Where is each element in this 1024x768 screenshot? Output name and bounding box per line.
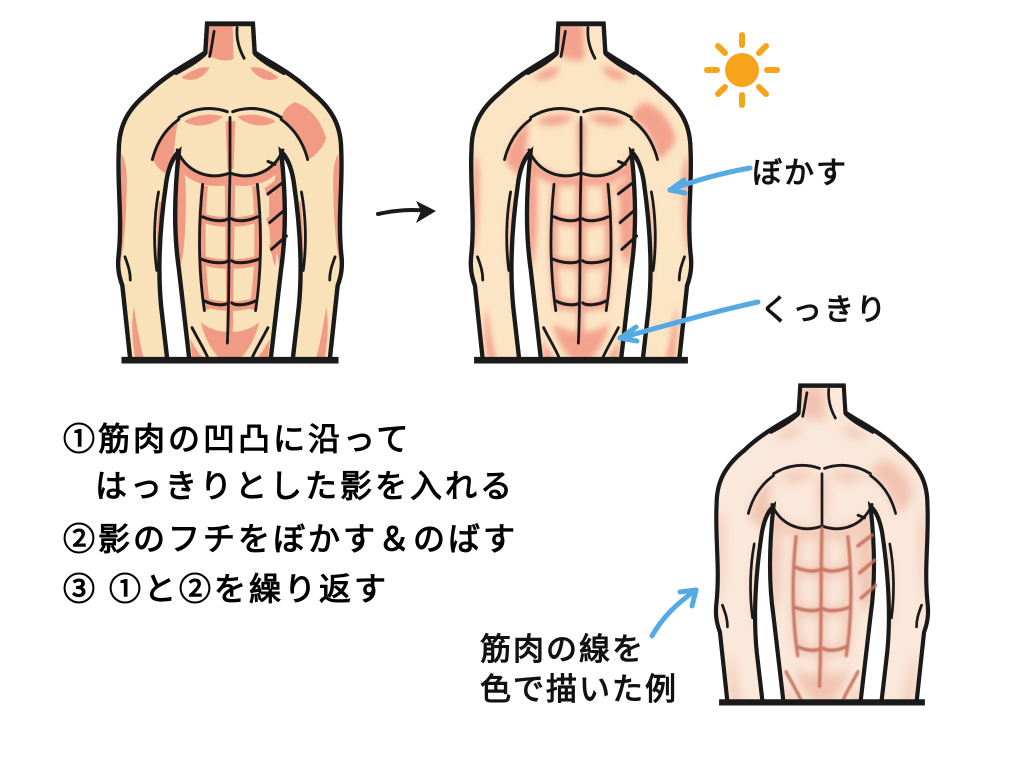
sun-icon [704,32,780,108]
step-line-1: ①筋肉の凹凸に沿って [63,421,412,457]
torso-color-line-example-illustration [694,382,950,706]
example-caption-line1: 筋肉の線を [480,632,645,667]
sharp-label: くっきり [760,294,888,327]
torso-hard-shading-illustration [95,20,365,364]
step-line-2: はっきりとした影を入れる [95,468,516,504]
blue-arrow-to-belly-icon [617,299,761,344]
step-line-4: ③ ①と②を繰り返す [63,571,390,607]
torso-soft-shading-illustration [448,20,714,364]
blue-arrow-to-shoulder-icon [667,165,753,196]
example-caption-line2: 色で描いた例 [480,672,678,707]
right-arrow-icon [376,201,436,223]
step-line-3: ②影のフチをぼかす＆のばす [63,521,519,557]
blue-arrow-to-example-icon [649,587,699,639]
blur-label: ぼかす [752,157,848,190]
